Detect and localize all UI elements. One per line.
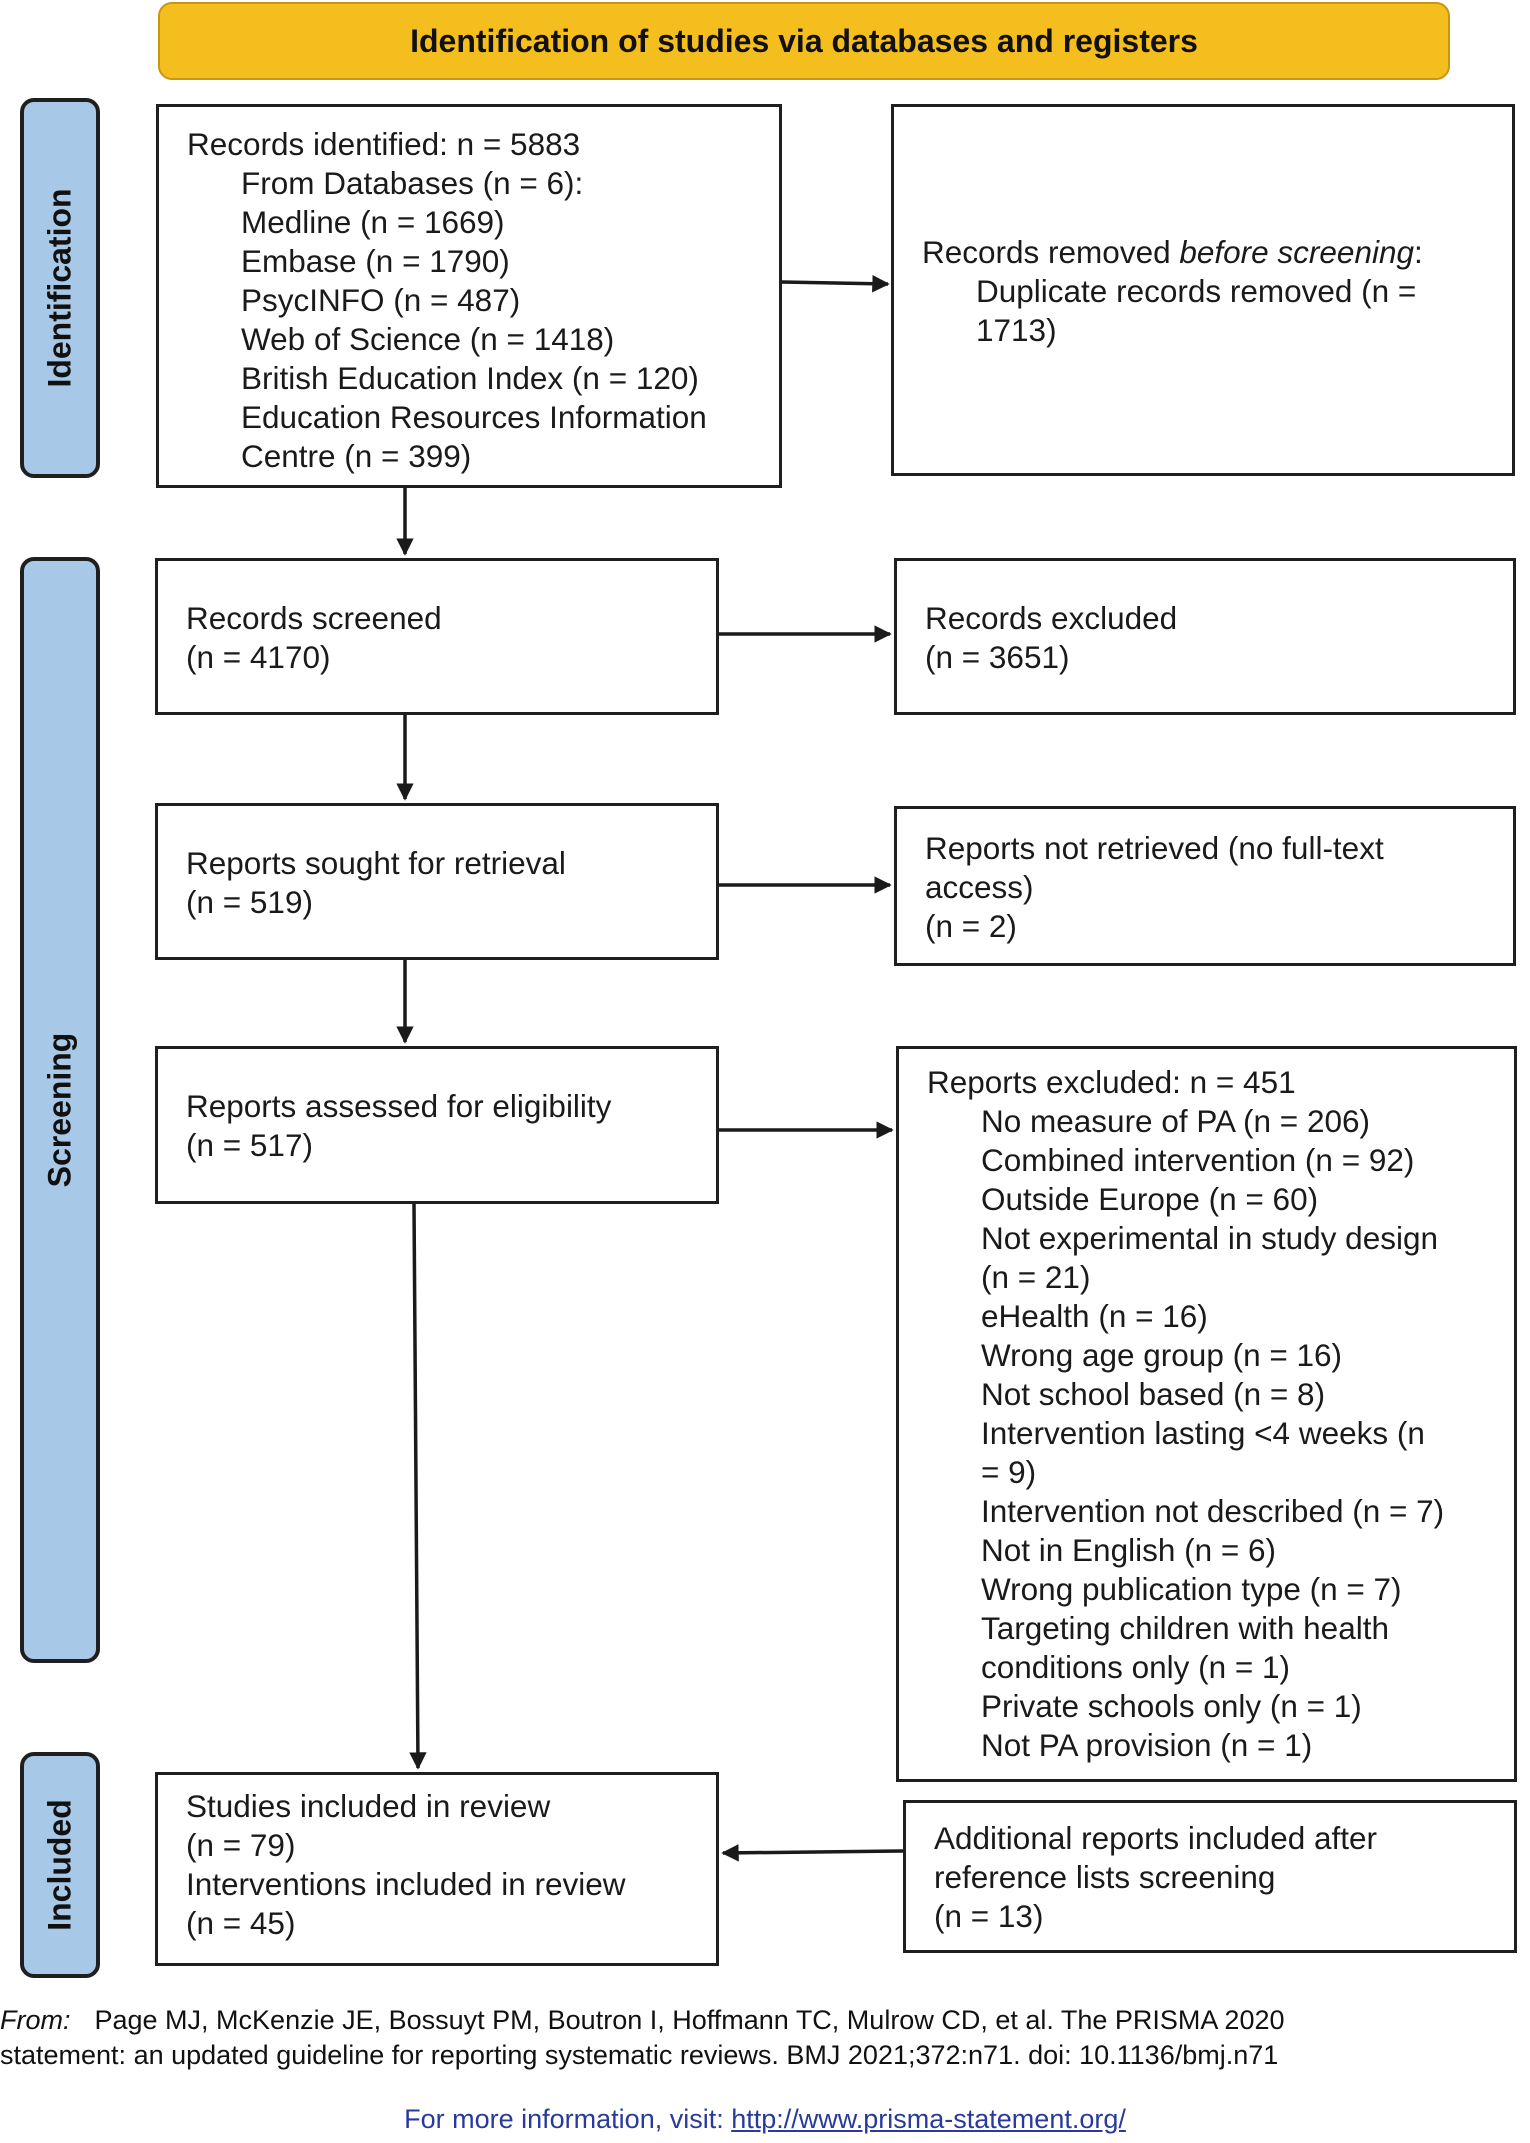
records-identified-sub: From Databases (n = 6): [241,165,584,201]
database-item: Education Resources Information [241,399,707,435]
header-title: Identification of studies via databases … [410,22,1198,59]
footer-citation-line1: Page MJ, McKenzie JE, Bossuyt PM, Boutro… [94,2005,1285,2035]
studies-included-line1: Studies included in review [186,1788,551,1824]
records-screened-line2: (n = 4170) [186,639,331,675]
database-item: Web of Science (n = 1418) [241,321,615,357]
records-removed-line1: Duplicate records removed (n = [976,273,1417,309]
exclusion-reason: Not school based (n = 8) [981,1376,1326,1412]
exclusion-reason: conditions only (n = 1) [981,1649,1291,1685]
arrow-additional-to-included [721,1844,904,1862]
exclusion-reason: Not PA provision (n = 1) [981,1727,1313,1763]
exclusion-reason: Outside Europe (n = 60) [981,1181,1319,1217]
records-screened-box: Records screened (n = 4170) [155,558,719,715]
reports-assessed-line1: Reports assessed for eligibility [186,1088,612,1124]
exclusion-reason: No measure of PA (n = 206) [981,1103,1370,1139]
reports-sought-box: Reports sought for retrieval (n = 519) [155,803,719,960]
stage-included: Included [20,1752,100,1978]
database-item: Medline (n = 1669) [241,204,505,240]
records-removed-box: Records removed before screening: Duplic… [891,104,1515,476]
database-item: British Education Index (n = 120) [241,360,699,396]
studies-included-line4: (n = 45) [186,1905,296,1941]
footer-from-label: From: [0,2005,71,2035]
exclusion-reason: eHealth (n = 16) [981,1298,1208,1334]
reports-sought-line2: (n = 519) [186,884,313,920]
reports-not-retrieved-line3: (n = 2) [925,908,1017,944]
footer-more-info-text: For more information, visit: [404,2104,732,2134]
exclusion-reason: Private schools only (n = 1) [981,1688,1362,1724]
records-excluded-line1: Records excluded [925,600,1178,636]
reports-excluded-box: Reports excluded: n = 451 No measure of … [896,1046,1517,1782]
arrow-identified-to-removed [781,274,890,293]
records-identified-box: Records identified: n = 5883 From Databa… [156,104,782,488]
arrow-assessed-to-included [409,1203,427,1770]
stage-identification: Identification [20,98,100,478]
reports-not-retrieved-line1: Reports not retrieved (no full-text [925,830,1384,866]
reports-assessed-box: Reports assessed for eligibility (n = 51… [155,1046,719,1204]
stage-screening: Screening [20,557,100,1663]
reports-sought-line1: Reports sought for retrieval [186,845,566,881]
additional-reports-line2: reference lists screening [934,1859,1276,1895]
reports-not-retrieved-line2: access) [925,869,1034,905]
studies-included-line3: Interventions included in review [186,1866,626,1902]
additional-reports-line3: (n = 13) [934,1898,1044,1934]
records-excluded-line2: (n = 3651) [925,639,1070,675]
additional-reports-line1: Additional reports included after [934,1820,1378,1856]
studies-included-line2: (n = 79) [186,1827,296,1863]
exclusion-reason: Not experimental in study design [981,1220,1438,1256]
footer-more-info: For more information, visit: http://www.… [0,2104,1530,2135]
reports-excluded-title: Reports excluded: n = 451 [927,1064,1296,1100]
additional-reports-box: Additional reports included after refere… [903,1800,1517,1953]
database-item: Centre (n = 399) [241,438,472,474]
exclusion-reason: Wrong publication type (n = 7) [981,1571,1402,1607]
reports-assessed-line2: (n = 517) [186,1127,313,1163]
footer-citation-line2: statement: an updated guideline for repo… [0,2040,1279,2070]
reports-not-retrieved-box: Reports not retrieved (no full-text acce… [894,806,1516,966]
exclusion-reason: (n = 21) [981,1259,1091,1295]
database-item: PsycINFO (n = 487) [241,282,521,318]
records-screened-line1: Records screened [186,600,442,636]
records-removed-line2: 1713) [976,312,1057,348]
exclusion-reason: Not in English (n = 6) [981,1532,1277,1568]
exclusion-reason: Intervention lasting <4 weeks (n [981,1415,1425,1451]
studies-included-box: Studies included in review (n = 79) Inte… [155,1772,719,1966]
footer-citation: From: Page MJ, McKenzie JE, Bossuyt PM, B… [0,2003,1530,2073]
exclusion-reason: Targeting children with health [981,1610,1389,1646]
exclusion-reason: Combined intervention (n = 92) [981,1142,1415,1178]
header-bar: Identification of studies via databases … [158,2,1450,80]
exclusion-reason: Wrong age group (n = 16) [981,1337,1343,1373]
records-identified-title: Records identified: n = 5883 [187,126,581,162]
records-removed-title: Records removed before screening: [922,234,1423,270]
exclusion-reason: = 9) [981,1454,1037,1490]
records-excluded-box: Records excluded (n = 3651) [894,558,1516,715]
exclusion-reason: Intervention not described (n = 7) [981,1493,1445,1529]
prisma-link[interactable]: http://www.prisma-statement.org/ [731,2104,1126,2134]
database-item: Embase (n = 1790) [241,243,510,279]
